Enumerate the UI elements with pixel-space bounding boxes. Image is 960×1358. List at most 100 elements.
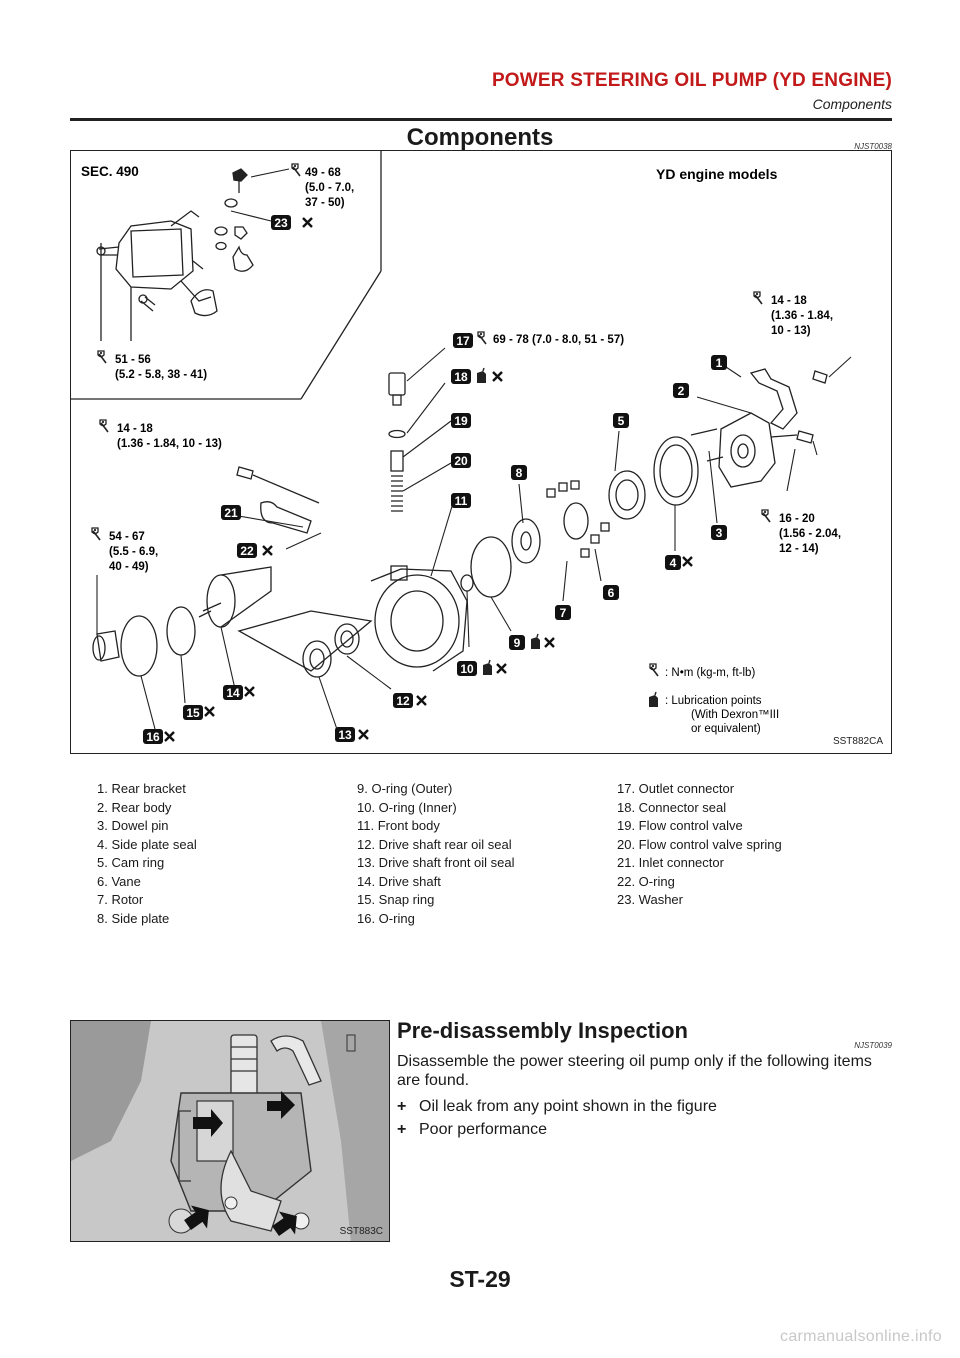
svg-text:14 - 18: 14 - 18 [117, 423, 153, 435]
lubrication-markers [476, 367, 541, 676]
list-item: 22. O-ring [617, 873, 675, 889]
svg-text:12 - 14): 12 - 14) [779, 543, 819, 555]
header-rule [70, 118, 892, 121]
callout-7: 7 [555, 605, 571, 620]
list-item: 18. Connector seal [617, 799, 727, 815]
svg-text:7: 7 [560, 606, 567, 620]
components-diagram: SEC. 490 YD engine models 49 - 68 (5.0 -… [70, 150, 892, 754]
svg-text:(1.36 - 1.84, 10 - 13): (1.36 - 1.84, 10 - 13) [117, 438, 222, 450]
svg-text:4: 4 [670, 556, 677, 570]
svg-text:14: 14 [226, 686, 240, 700]
list-item: 4. Side plate seal [97, 836, 197, 852]
svg-text:23: 23 [274, 216, 288, 230]
svg-text:8: 8 [516, 466, 523, 480]
exploded-parts-illustration [92, 368, 828, 678]
svg-text:: Lubrication points: : Lubrication points [665, 695, 762, 707]
svg-text:69 - 78 (7.0 - 8.0, 51 - 57): 69 - 78 (7.0 - 8.0, 51 - 57) [493, 334, 624, 346]
list-item: 6. Vane [97, 873, 141, 889]
callout-3: 3 [711, 525, 727, 540]
callout-6: 6 [603, 585, 619, 600]
document-title: POWER STEERING OIL PUMP (YD ENGINE) [491, 70, 892, 91]
page-number: ST-29 [449, 1266, 511, 1292]
svg-text:40 - 49): 40 - 49) [109, 561, 149, 573]
list-item: + Poor performance [397, 1118, 717, 1141]
svg-text:22: 22 [240, 544, 254, 558]
part-callouts: 1 2 3 4 5 6 7 8 9 10 11 12 13 14 15 16 1… [143, 215, 727, 744]
callout-11: 11 [451, 493, 471, 508]
svg-text:(1.36 - 1.84,: (1.36 - 1.84, [771, 310, 833, 322]
list-item: 13. Drive shaft front oil seal [357, 855, 515, 870]
svg-text:6: 6 [608, 586, 615, 600]
torque-spec: 49 - 68 (5.0 - 7.0, 37 - 50) [291, 163, 354, 209]
svg-text:20: 20 [454, 454, 468, 468]
svg-text:37 - 50): 37 - 50) [305, 197, 345, 209]
bullet-icon: + [397, 1121, 407, 1138]
svg-text:(5.0 - 7.0,: (5.0 - 7.0, [305, 182, 354, 194]
svg-text:5: 5 [618, 414, 625, 428]
svg-text:51 - 56: 51 - 56 [115, 354, 151, 366]
list-item: 10. O-ring (Inner) [357, 799, 457, 815]
callout-21: 21 [221, 505, 241, 520]
callout-15: 15 [183, 705, 203, 720]
list-item: 21. Inlet connector [617, 855, 724, 870]
diagram-drawing: SEC. 490 YD engine models 49 - 68 (5.0 -… [71, 151, 852, 744]
figure-id: SST882CA [832, 736, 883, 747]
torque-spec: 51 - 56 (5.2 - 5.8, 38 - 41) [97, 350, 207, 381]
svg-text:10 - 13): 10 - 13) [771, 325, 811, 337]
callout-19: 19 [451, 413, 471, 428]
callout-4: 4 [665, 555, 681, 570]
callout-18: 18 [451, 369, 471, 384]
list-item: 9. O-ring (Outer) [357, 781, 453, 796]
svg-text:49 - 68: 49 - 68 [305, 167, 341, 179]
torque-spec: 16 - 20 (1.56 - 2.04, 12 - 14) [761, 509, 841, 555]
svg-text:14 - 18: 14 - 18 [771, 295, 807, 307]
leak-arrow-icon [267, 1091, 295, 1119]
parts-list-column-2: 9. O-ring (Outer) 10. O-ring (Inner) 11.… [357, 780, 515, 928]
bullet-text: Oil leak from any point shown in the fig… [419, 1098, 717, 1115]
inspection-bullets: + Oil leak from any point shown in the f… [397, 1095, 717, 1141]
leak-arrow-icon [272, 1211, 297, 1236]
list-item: 3. Dowel pin [97, 818, 169, 833]
list-item: 20. Flow control valve spring [617, 836, 782, 852]
svg-text:(5.2 - 5.8, 38 - 41): (5.2 - 5.8, 38 - 41) [115, 369, 207, 381]
svg-text:18: 18 [454, 370, 468, 384]
list-item: 5. Cam ring [97, 855, 165, 870]
torque-spec: 14 - 18 (1.36 - 1.84, 10 - 13) [99, 419, 222, 450]
callout-1: 1 [711, 355, 727, 370]
inspection-photo: SST883C [70, 1020, 390, 1242]
svg-text:2: 2 [678, 384, 685, 398]
callout-16: 16 [143, 729, 163, 744]
list-item: 17. Outlet connector [617, 781, 735, 796]
svg-text:9: 9 [514, 636, 521, 650]
bullet-icon: + [397, 1098, 407, 1115]
svg-text:10: 10 [460, 662, 474, 676]
callout-5: 5 [613, 413, 629, 428]
section-heading: Components [406, 124, 554, 151]
model-label: YD engine models [656, 166, 778, 182]
callout-12: 12 [393, 693, 413, 708]
inspection-code: NJST0039 [854, 1041, 892, 1050]
bullet-text: Poor performance [419, 1121, 548, 1138]
svg-text:12: 12 [396, 694, 410, 708]
list-item: 19. Flow control valve [617, 818, 743, 833]
section-code: NJST0038 [854, 142, 892, 151]
pump-assembly-illustration [96, 168, 254, 341]
list-item: 16. O-ring [357, 910, 415, 926]
torque-spec: 54 - 67 (5.5 - 6.9, 40 - 49) [91, 527, 158, 573]
svg-text:16 - 20: 16 - 20 [779, 513, 815, 525]
parts-list-column-1: 1. Rear bracket 2. Rear body 3. Dowel pi… [97, 780, 197, 928]
inspection-photo-drawing [71, 1021, 389, 1241]
list-item: 2. Rear body [97, 799, 172, 815]
svg-text:: N•m (kg-m, ft-lb): : N•m (kg-m, ft-lb) [665, 667, 755, 679]
list-item: 11. Front body [357, 818, 440, 833]
callout-20: 20 [451, 453, 471, 468]
list-item: + Oil leak from any point shown in the f… [397, 1095, 717, 1118]
page-header: POWER STEERING OIL PUMP (YD ENGINE) Comp… [70, 70, 892, 120]
list-item: 12. Drive shaft rear oil seal [357, 836, 512, 852]
svg-text:19: 19 [454, 414, 468, 428]
callout-9: 9 [509, 635, 525, 650]
parts-list-column-3: 17. Outlet connector 18. Connector seal … [617, 780, 782, 910]
svg-text:(With Dexron™III: (With Dexron™III [691, 709, 779, 721]
svg-text:15: 15 [186, 706, 200, 720]
torque-spec: 69 - 78 (7.0 - 8.0, 51 - 57) [477, 331, 624, 346]
